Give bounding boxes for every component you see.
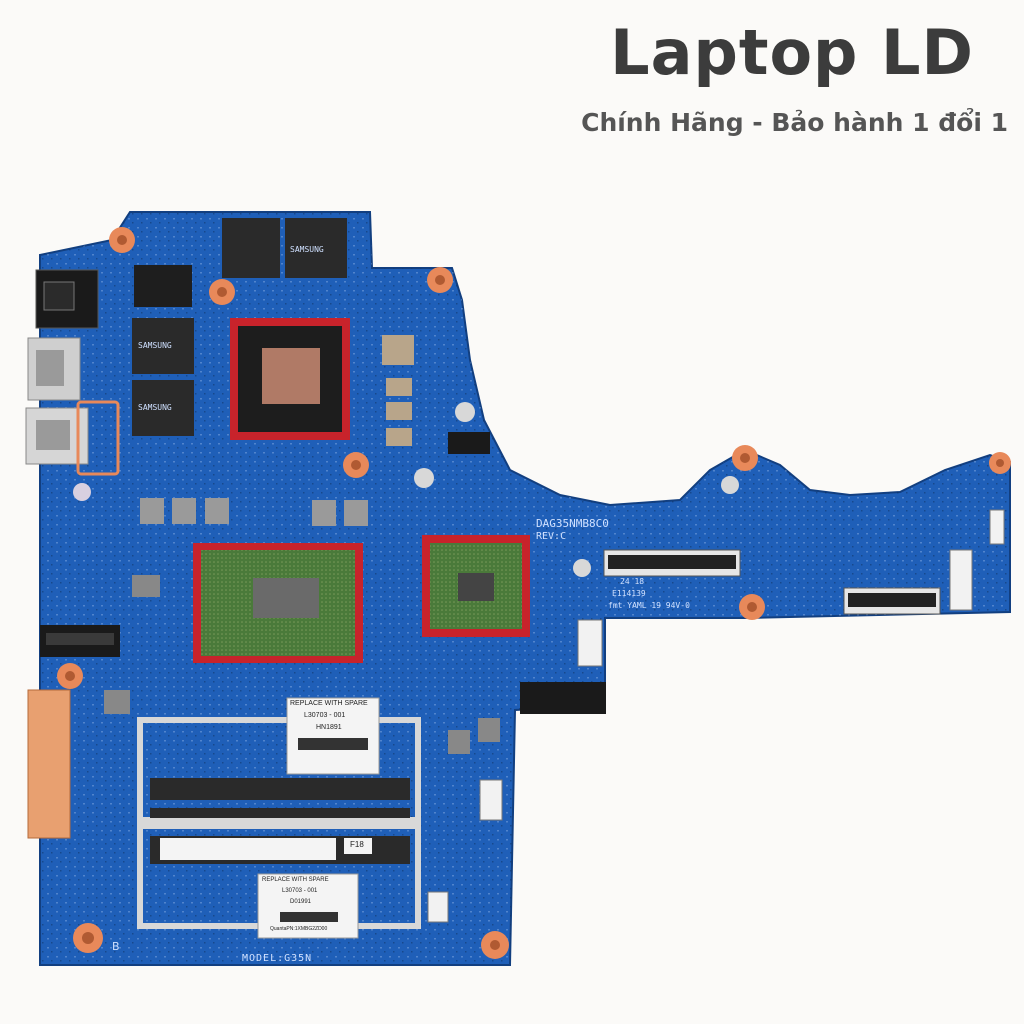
svg-text:SAMSUNG: SAMSUNG — [290, 245, 324, 254]
power-components — [73, 335, 739, 754]
svg-text:SAMSUNG: SAMSUNG — [138, 403, 172, 412]
vram-chips: SAMSUNG SAMSUNG SAMSUNG — [132, 218, 347, 436]
gpu-chip — [230, 318, 350, 440]
ethernet-port — [35, 269, 99, 329]
dimm-slot-2 — [137, 823, 421, 929]
usb-port-1 — [27, 337, 81, 401]
brand-title: Laptop LD — [610, 16, 974, 89]
cpu-chip — [193, 543, 363, 663]
svg-text:SAMSUNG: SAMSUNG — [138, 341, 172, 350]
mount-holes — [57, 227, 1011, 959]
spare-label-bottom — [257, 873, 359, 939]
spare-label-top — [286, 697, 380, 775]
brand-subtitle: Chính Hãng - Bảo hành 1 đổi 1 — [581, 108, 1008, 137]
m2-slot — [40, 625, 120, 657]
motherboard-photo: SAMSUNG SAMSUNG SAMSUNG — [25, 211, 1011, 966]
pch-chip — [422, 535, 530, 637]
dimm-slot-1 — [137, 717, 421, 823]
